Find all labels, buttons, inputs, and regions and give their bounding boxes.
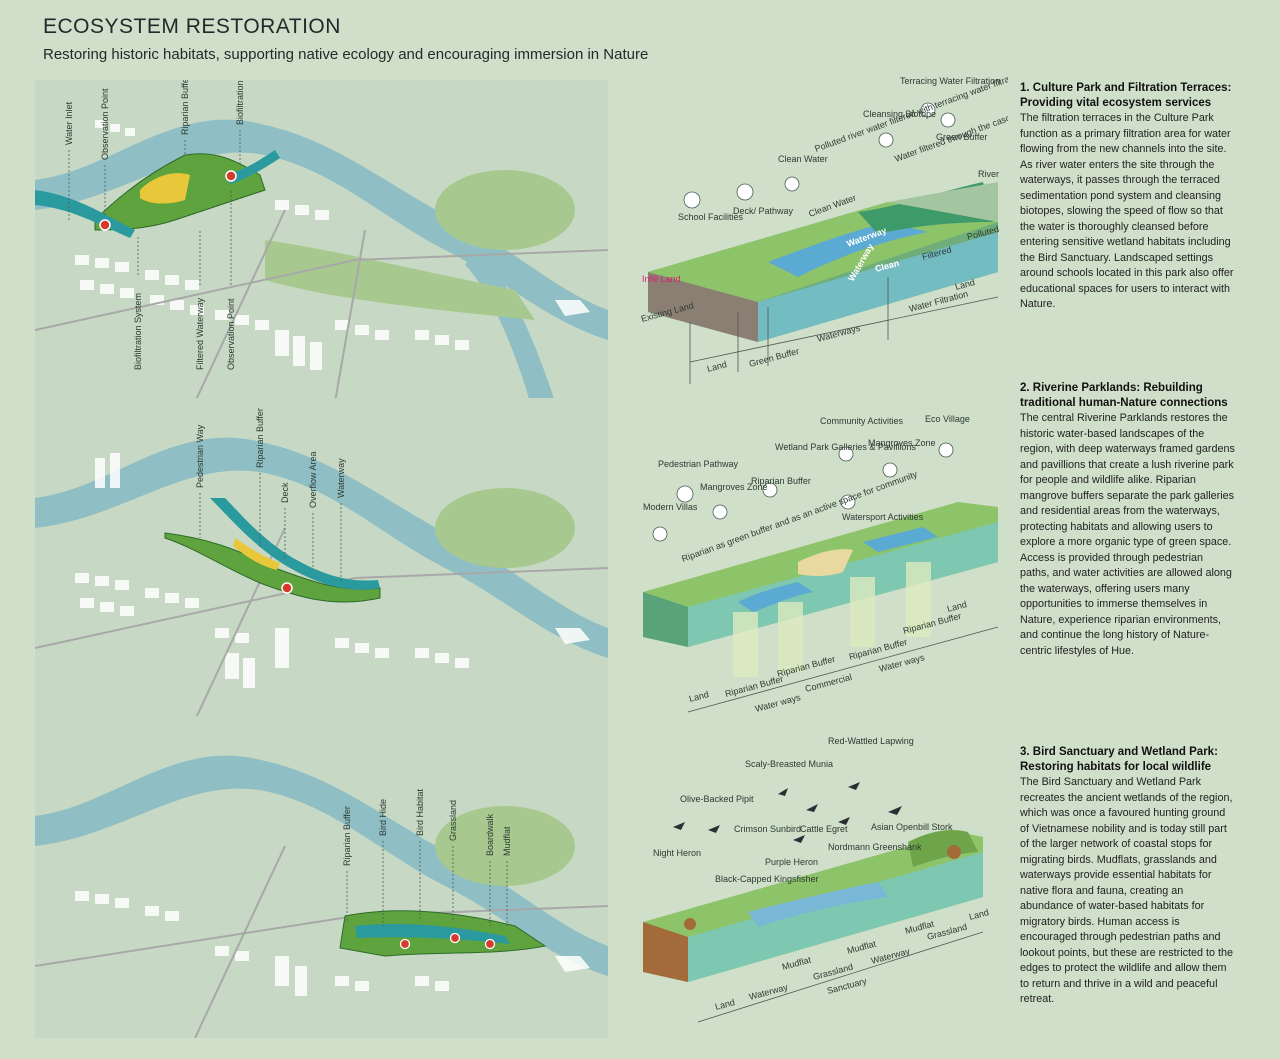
diag-2-icon-pathway: Pedestrian Pathway (658, 459, 739, 469)
diag-3-bird-kingfisher: Black-Capped Kingsfisher (715, 874, 819, 884)
diag-2-icon-mangroves-2: Mangroves Zone (868, 438, 936, 448)
diag-2-bottom-waterways-1: Water ways (754, 692, 802, 714)
diag-3-bottom-mudflat-2: Mudflat (846, 939, 878, 956)
diag-3-bird-sunbird: Crimson Sunbird (734, 824, 801, 834)
diag-1-bottom-land: Land (706, 359, 728, 374)
diag-3-bird-pipit: Olive-Backed Pipit (680, 794, 754, 804)
map-1-label-biofiltration: Biofiltration System (235, 80, 245, 125)
page-subtitle: Restoring historic habitats, supporting … (43, 46, 649, 63)
section-2-body: The central Riverine Parklands restores … (1020, 412, 1235, 657)
map-1-label-1: Water Inlet (64, 101, 74, 145)
diag-1-bottom-waterways: Waterways (816, 323, 862, 344)
map-2-label-deck: Deck (280, 482, 290, 503)
map-3-label-boardwalk: Boardwalk (485, 813, 495, 856)
site-map-riverine-parklands: Pedestrian Way Riparian Buffer Deck Over… (35, 398, 608, 720)
diag-3-bird-night-heron: Night Heron (653, 848, 701, 858)
map-3-label-grassland: Grassland (448, 800, 458, 841)
diag-1-icon-school: School Facilities (678, 212, 744, 222)
map-3-label-riparian-buffer: Riparian Buffer (342, 806, 352, 866)
section-1-text: 1. Culture Park and Filtration Terraces:… (1020, 81, 1235, 313)
diag-2-icon-riparian: Riparian Buffer (751, 476, 811, 486)
diag-3-bottom-land-2: Land (968, 907, 990, 922)
diag-2-icon-galleries: Wetland Park Galleries & Pavillions (775, 442, 916, 452)
diag-3-bottom-land: Land (714, 997, 736, 1012)
diag-3-bottom-mudflat: Mudflat (781, 955, 813, 972)
section-diagram-filtration: School Facilities Deck/ Pathway Clean Wa… (638, 69, 1026, 394)
diag-3-bird-lapwing: Red-Wattled Lapwing (828, 736, 914, 746)
diag-1-icon-biotope: Cleansing Biotope (863, 109, 936, 119)
diag-3-bird-munia: Scaly-Breasted Munia (745, 759, 833, 769)
map-1-label-filtered-waterway: Filtered Waterway (195, 297, 205, 370)
map-1-label-observation-point-2: Observation Point (226, 298, 236, 370)
map-1-label-water-inlet: Water Inlet (64, 101, 74, 145)
site-map-bird-sanctuary: Riparian Buffer Bird Hide Bird Habitat G… (35, 716, 608, 1038)
diag-3-bird-openbill: Asian Openbill Stork (871, 822, 953, 832)
site-map-culture-park: Water Inlet Observation Point Riparian B… (35, 80, 608, 402)
map-1-label-riparian-buffer: Riparian Buffer (180, 80, 190, 135)
diag-2-icon-watersport: Watersport Activities (842, 512, 924, 522)
diag-1-icon-deck: Deck/ Pathway (733, 206, 794, 216)
diag-3-bird-egret: Cattle Egret (800, 824, 848, 834)
diag-2-icon-community: Community Activities (820, 416, 904, 426)
diag-1-icon-clean-water: Clean Water (778, 154, 828, 164)
diag-2-icon-eco-village: Eco Village (925, 414, 970, 424)
diag-2-bottom-waterways-2: Water ways (878, 652, 926, 674)
map-1-label-observation-point: Observation Point (100, 88, 110, 160)
section-2-heading: 2. Riverine Parklands: Rebuilding tradit… (1020, 382, 1228, 409)
diag-2-bottom-commercial: Commercial (804, 672, 853, 694)
section-3-text: 3. Bird Sanctuary and Wetland Park: Rest… (1020, 745, 1235, 1008)
section-2-text: 2. Riverine Parklands: Rebuilding tradit… (1020, 381, 1235, 659)
page-title: ECOSYSTEM RESTORATION (43, 15, 341, 38)
map-3-label-bird-habitat: Bird Habitat (415, 788, 425, 836)
section-1-heading: 1. Culture Park and Filtration Terraces:… (1020, 82, 1232, 109)
section-1-body: The filtration terraces in the Culture P… (1020, 112, 1234, 310)
diag-1-icon-terracing: Terracing Water Filtration (900, 76, 1000, 86)
map-1-label-biofiltration-2: Biofiltration System (133, 293, 143, 370)
map-2-label-overflow-area: Overflow Area (308, 451, 318, 508)
map-2-label-riparian-buffer: Riparian Buffer (255, 408, 265, 468)
diag-3-bird-greenshank: Nordmann Greenshank (828, 842, 922, 852)
diag-1-bottom-green-buffer: Green Buffer (748, 346, 800, 369)
diag-3-bird-purple-heron: Purple Heron (765, 857, 818, 867)
map-3-label-bird-hide: Bird Hide (378, 799, 388, 836)
diag-1-icon-green-buffer: Green Buffer (936, 132, 987, 142)
map-3-label-mudflat: Mudflat (502, 826, 512, 856)
section-diagram-riverine: Modern Villas Pedestrian Pathway Mangrov… (638, 412, 1008, 734)
diag-2-bottom-riparian-1: Riparian Buffer (724, 674, 784, 699)
diag-2-icon-mangroves: Mangroves Zone (700, 482, 768, 492)
map-2-label-waterway: Waterway (336, 458, 346, 498)
diag-1-callout-river: River (978, 169, 999, 179)
diag-1-callout-infill: Infill Land (642, 274, 681, 284)
section-3-body: The Bird Sanctuary and Wetland Park recr… (1020, 776, 1234, 1005)
diag-3-bottom-waterway: Waterway (748, 982, 789, 1002)
section-diagram-bird-sanctuary: Red-Wattled Lapwing Scaly-Breasted Munia… (638, 732, 1008, 1054)
section-3-heading: 3. Bird Sanctuary and Wetland Park: Rest… (1020, 746, 1218, 773)
diag-2-icon-villas: Modern Villas (643, 502, 698, 512)
map-2-label-pedestrian-way: Pedestrian Way (195, 424, 205, 488)
diag-3-bottom-waterway-2: Waterway (870, 946, 911, 966)
diag-3-bottom-grassland: Grassland (812, 962, 854, 982)
diag-3-bottom-sanctuary: Sanctuary (826, 976, 868, 996)
diag-2-bottom-land: Land (688, 689, 710, 704)
